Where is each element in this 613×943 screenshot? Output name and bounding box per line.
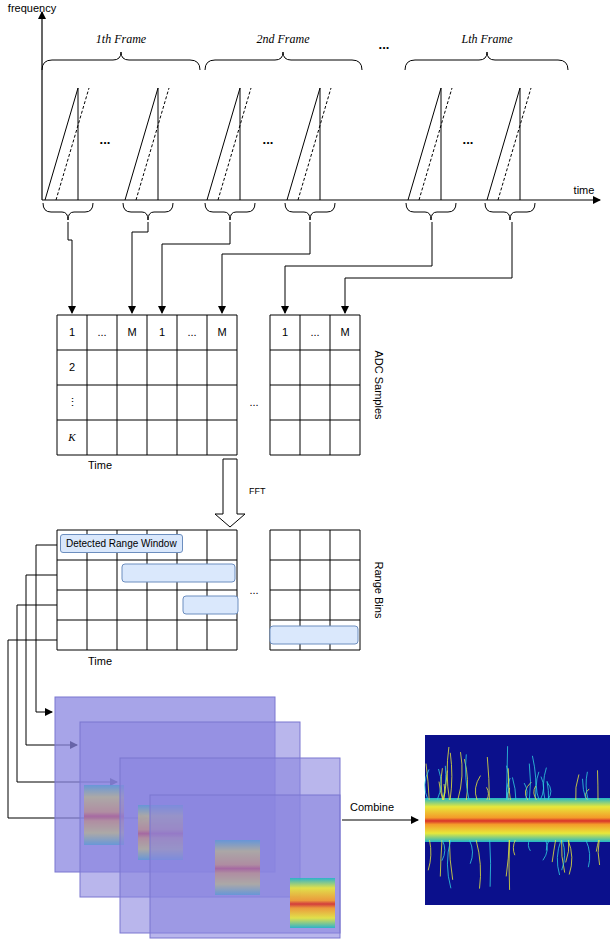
block-arrow [215, 459, 245, 527]
label: frequency [8, 2, 56, 14]
node-text: Range Bins [373, 562, 385, 619]
label: ... [249, 396, 258, 408]
label: M [340, 326, 349, 338]
label: M [127, 326, 136, 338]
label: ... [310, 326, 319, 338]
label: Time [88, 655, 112, 667]
frequency-axis [41, 12, 42, 200]
label: ... [249, 584, 258, 596]
time-axis [42, 199, 600, 200]
label: ... [463, 133, 474, 147]
label: ... [263, 133, 274, 147]
label: 2nd Frame [257, 33, 310, 46]
label: M [217, 326, 226, 338]
label: 1 [159, 326, 165, 338]
adc-sample-matrix: ADC Samples [57, 315, 387, 455]
detected-range-window: Detected Range Window [60, 534, 183, 553]
label: Lth Frame [462, 33, 513, 46]
node-text: Detected Range Window [66, 538, 177, 549]
spectrogram-panels [55, 697, 340, 938]
label: 1 [69, 326, 75, 338]
label: Time [88, 459, 112, 471]
label: ... [97, 326, 106, 338]
label: ... [379, 38, 390, 52]
label: ⋮ [67, 396, 78, 408]
chirps [45, 88, 531, 200]
label: 1th Frame [96, 33, 146, 46]
combined-spectrogram [425, 735, 610, 905]
label: 2 [69, 361, 75, 373]
braces [42, 52, 568, 220]
label: ... [100, 133, 111, 147]
label: ... [187, 326, 196, 338]
label: 1 [282, 326, 288, 338]
label: K [68, 431, 75, 443]
matrix-grid [57, 315, 360, 650]
range-bin-matrix: Range Bins Detected Range Window [57, 530, 387, 650]
label: time [574, 184, 595, 196]
node-text: ADC Samples [373, 350, 385, 419]
label: Combine [350, 801, 394, 813]
combine-arrow [342, 819, 418, 820]
edge-label: FFT [249, 487, 266, 497]
sample-feed-lines [68, 222, 512, 313]
